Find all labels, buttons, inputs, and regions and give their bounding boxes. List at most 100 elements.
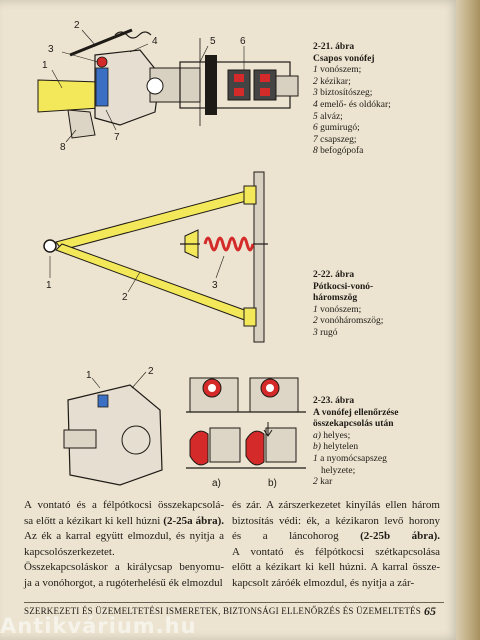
fig21-legend-number: 6	[313, 123, 321, 134]
body-line: A vontató és a félpótkocsi összekapcsolá…	[24, 498, 224, 514]
fig22-legend-number: 2	[313, 316, 321, 327]
fig21-legend-text: kézikar;	[320, 76, 351, 87]
fig23-label-2: 2	[148, 366, 154, 377]
caption-2-23-title-2: összekapcsolás után	[313, 419, 394, 430]
fig21-label-1: 1	[42, 60, 48, 71]
fig21-legend-item: 4 emelő- és oldókar;	[313, 100, 453, 112]
fig21-legend-number: 3	[313, 88, 321, 99]
fig21-label-4: 4	[152, 36, 158, 47]
fig23-legend-number: 2	[313, 477, 321, 488]
running-footer: SZERKEZETI ÉS ÜZEMELTETÉSI ISMERETEK, BI…	[24, 602, 444, 616]
fig22-legend-number: 1	[313, 304, 321, 315]
caption-2-22-title-1: Pótkocsi-vonó-	[313, 281, 374, 292]
fig21-label-2: 2	[74, 20, 80, 31]
body-left-column: A vontató és a félpótkocsi összekapcsolá…	[24, 498, 224, 592]
figure-2-21-drawing	[37, 28, 299, 143]
body-line: kapcsolószerkezetet.	[24, 545, 224, 561]
caption-2-23-number: 2-23. ábra	[313, 396, 355, 406]
fig22-label-3: 3	[212, 280, 218, 291]
body-line: sa előtt a kézikart ki kell húzni (2-25a…	[24, 514, 224, 530]
watermark: Antikvárium.hu	[0, 614, 197, 638]
body-text-run: ja a vonóhorgot, a rugóterhelésű ék elmo…	[24, 576, 223, 589]
body-text-run: biztosítás védi: ék, a kézikaron levő ho…	[232, 514, 440, 527]
fig21-legend-text: vonószem;	[320, 65, 362, 76]
fig21-legend-text: csapszeg;	[320, 134, 357, 145]
fig21-legend-item: 6 gumirugó;	[313, 123, 453, 135]
fig23-legend-item: 1 a nyomócsapszeg	[313, 454, 453, 466]
body-text-run: sa előtt a kézikart ki kell húzni	[24, 514, 164, 527]
fig21-legend-text: alváz;	[320, 111, 343, 122]
page-edges	[456, 0, 480, 640]
figure-reference: (2-25a ábra).	[163, 514, 224, 527]
fig21-label-6: 6	[240, 36, 246, 47]
fig23-legend-item: a) helyes;	[313, 431, 453, 443]
body-line: A vontató és félpótkocsi szétkapcsolása	[232, 545, 440, 561]
caption-2-22-title-2: háromszög	[313, 293, 358, 304]
page-number: 65	[424, 604, 436, 618]
caption-2-21: 2-21. ábra Csapos vonófej 1 vonószem;2 k…	[313, 42, 453, 158]
fig22-legend-item: 2 vonóháromszög;	[313, 316, 453, 328]
figure-reference: (2-25b ábra).	[360, 530, 441, 543]
fig21-legend-item: 5 alváz;	[313, 112, 453, 124]
body-line: ja a vonóhorgot, a rugóterhelésű ék elmo…	[24, 576, 224, 592]
body-text-run: kapcsolószerkezetet.	[24, 545, 115, 558]
fig21-label-7: 7	[114, 132, 120, 143]
body-text-run: és zár. A zárszerkezetet kinyílás ellen …	[232, 499, 440, 511]
fig22-legend-text: rugó	[320, 327, 338, 338]
caption-2-21-number: 2-21. ábra	[313, 42, 355, 52]
fig23-legend-item: helyzete;	[313, 466, 453, 478]
fig21-legend-item: 8 befogópofa	[313, 146, 453, 158]
fig22-legend-text: vonószem;	[320, 304, 362, 315]
fig22-label-2: 2	[122, 292, 128, 303]
fig23-label-a: a)	[212, 478, 221, 489]
fig23-legend-text: helyes;	[323, 430, 351, 441]
fig21-legend-number: 4	[313, 99, 321, 110]
fig21-legend-item: 2 kézikar;	[313, 77, 453, 89]
fig21-label-5: 5	[210, 36, 216, 47]
fig22-legend-number: 3	[313, 327, 321, 338]
body-line: kapcsolt záróék elmozdul, és nyitja a zá…	[232, 576, 440, 592]
body-text-run: és a láncohorog	[232, 530, 361, 543]
fig21-legend-number: 5	[313, 111, 321, 122]
caption-2-23: 2-23. ábra A vonófej ellenőrzése összeka…	[313, 396, 453, 489]
fig23-legend-item: 2 kar	[313, 477, 453, 489]
fig22-legend-item: 3 rugó	[313, 328, 453, 340]
caption-2-22-items: 1 vonószem;2 vonóháromszög;3 rugó	[313, 305, 453, 340]
body-line: biztosítás védi: ék, a kézikaron levő ho…	[232, 514, 440, 530]
fig21-legend-item: 1 vonószem;	[313, 65, 453, 77]
fig21-label-3: 3	[48, 44, 54, 55]
body-text-run: A vontató és a félpótkocsi összekapcsolá…	[24, 499, 224, 511]
fig23-legend-text: kar	[320, 477, 333, 488]
caption-2-22-number: 2-22. ábra	[313, 270, 355, 280]
fig23-legend-number: b)	[313, 442, 324, 453]
figure-2-23-drawing: 2 1 a) b)	[63, 366, 306, 489]
fig23-label-b: b)	[268, 478, 277, 489]
fig23-legend-text: helyzete;	[321, 465, 356, 476]
caption-2-22: 2-22. ábra Pótkocsi-vonó- háromszög 1 vo…	[313, 270, 453, 340]
fig21-legend-number: 8	[313, 146, 321, 157]
fig21-legend-text: emelő- és oldókar;	[320, 99, 391, 110]
body-line: és zár. A zárszerkezetet kinyílás ellen …	[232, 498, 440, 514]
body-text-run: A vontató és félpótkocsi szétkapcsolása	[232, 545, 440, 558]
fig22-label-1: 1	[46, 280, 52, 291]
fig21-legend-number: 1	[313, 65, 321, 76]
fig21-legend-text: gumirugó;	[320, 123, 360, 134]
fig21-legend-text: befogópofa	[320, 146, 364, 157]
fig22-legend-item: 1 vonószem;	[313, 305, 453, 317]
body-text-run: Összekapcsoláskor a királycsap benyomu-	[24, 561, 224, 574]
body-right-column: és zár. A zárszerkezetet kinyílás ellen …	[232, 498, 440, 592]
figure-2-21-labels: 1 2 3 4 5 6 7 8	[42, 20, 246, 153]
fig22-legend-text: vonóháromszög;	[320, 316, 384, 327]
body-line: és a láncohorog (2-25b ábra).	[232, 529, 440, 545]
fig23-legend-text: helytelen	[323, 442, 359, 453]
fig21-legend-number: 7	[313, 134, 321, 145]
fig21-legend-number: 2	[313, 76, 321, 87]
caption-2-23-title-1: A vonófej ellenőrzése	[313, 407, 399, 418]
fig23-legend-number: a)	[313, 430, 324, 441]
body-text-run: kapcsolt záróék elmozdul, és nyitja a zá…	[232, 576, 415, 589]
fig21-legend-item: 7 csapszeg;	[313, 135, 453, 147]
body-line: Az ék a karral együtt elmozdul, és nyitj…	[24, 529, 224, 545]
caption-2-21-items: 1 vonószem;2 kézikar;3 biztosítószeg;4 e…	[313, 65, 453, 158]
fig23-legend-item: b) helytelen	[313, 442, 453, 454]
